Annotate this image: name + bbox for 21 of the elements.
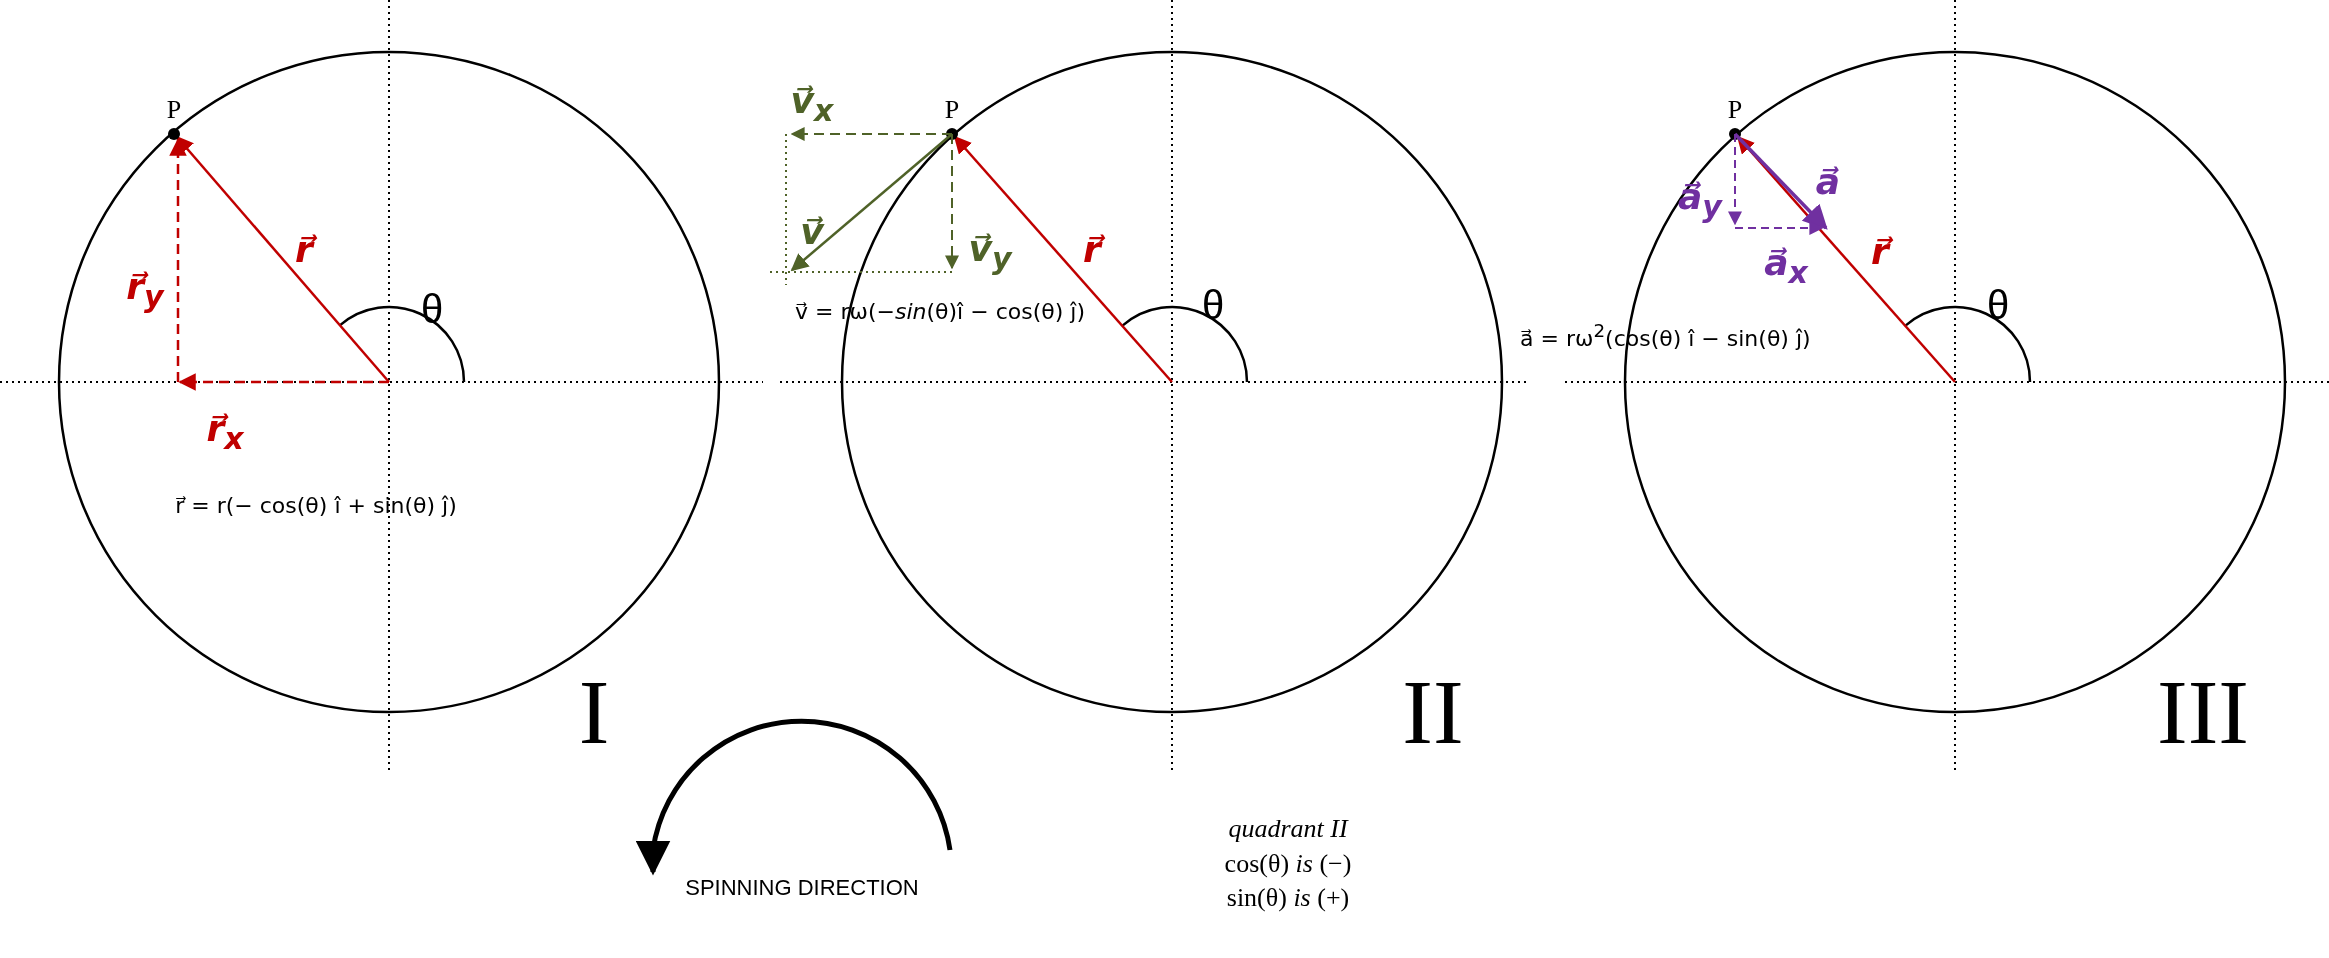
vector-label: a⃗$_{y}$ (1678, 176, 1722, 224)
note-text: quadrant II (1228, 814, 1348, 844)
vector-label: v⃗$_{x}$ (790, 80, 834, 128)
point-label: P (166, 95, 182, 125)
point-label: P (944, 95, 960, 125)
vector-label: r⃗$_{y}$ (126, 266, 164, 314)
vector-label: r⃗$_{x}$ (206, 408, 244, 456)
vector-label: a⃗ (1815, 162, 1841, 202)
panel-numeral: III (2157, 662, 2249, 764)
note-text: sin(θ) is (+) (1226, 883, 1350, 913)
equation: r⃗ = r(− cos(θ) î + sin(θ) ĵ) (175, 493, 457, 519)
angle-label: θ (1986, 283, 2010, 327)
vector-label: v⃗ (800, 212, 824, 252)
angle-label: θ (1201, 283, 1225, 327)
note-text: cos(θ) is (−) (1224, 849, 1352, 879)
panel-numeral: I (578, 662, 610, 764)
vector-label: a⃗$_{x}$ (1764, 242, 1808, 290)
point-label: P (1727, 95, 1743, 125)
panel-numeral: II (1402, 662, 1464, 764)
vector-label: v⃗$_{y}$ (968, 228, 1012, 276)
caption-text: SPINNING DIRECTION (685, 875, 919, 901)
